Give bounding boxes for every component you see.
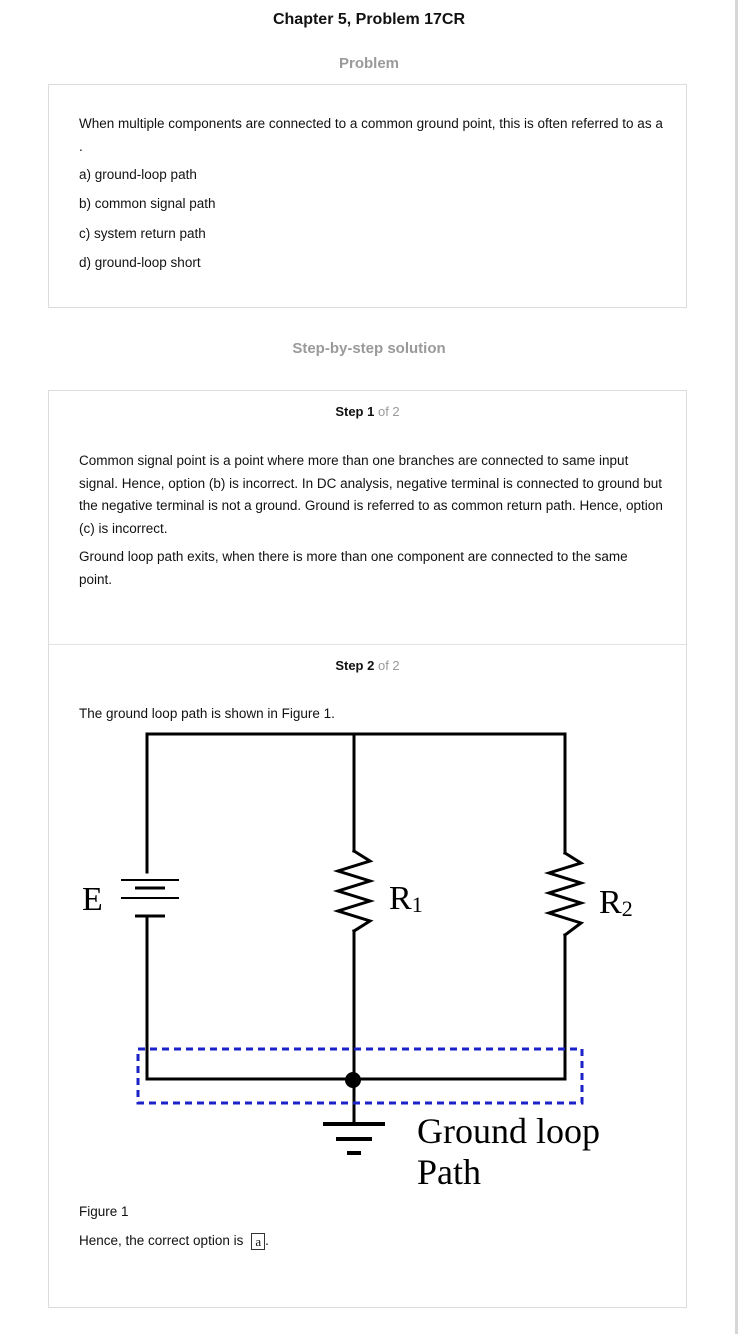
- step-divider: [49, 644, 686, 645]
- step-1-count: of 2: [377, 404, 400, 419]
- ground-loop-circuit-diagram: E R1 R2 Ground loop Path: [82, 732, 633, 1192]
- figure-caption: Figure 1: [79, 1204, 129, 1219]
- step-2-label: Step 2: [335, 658, 375, 673]
- page-right-border: [735, 0, 738, 1334]
- solution-heading: Step-by-step solution: [292, 340, 446, 357]
- resistor-r1-label: R1: [389, 880, 423, 917]
- resistor-r1-zigzag: [332, 848, 376, 934]
- step-2-header: Step 2 of 2: [49, 658, 686, 673]
- problem-card: When multiple components are connected t…: [48, 84, 687, 308]
- step-1-paragraph-2: Ground loop path exits, when there is mo…: [79, 549, 628, 587]
- battery-symbol: [121, 879, 179, 918]
- option-d: d) ground-loop short: [79, 255, 201, 270]
- resistor-r2-label: R2: [599, 884, 633, 921]
- source-label-e: E: [82, 881, 103, 918]
- problem-question: When multiple components are connected t…: [79, 116, 663, 154]
- option-b: b) common signal path: [79, 196, 216, 211]
- option-a: a) ground-loop path: [79, 167, 197, 182]
- page-title: Chapter 5, Problem 17CR: [272, 11, 466, 28]
- step-2-intro: The ground loop path is shown in Figure …: [79, 706, 335, 721]
- ground-loop-label-line-2: Path: [417, 1152, 481, 1192]
- step-1-header: Step 1 of 2: [49, 404, 686, 419]
- option-c: c) system return path: [79, 226, 206, 241]
- junction-node: [345, 1072, 361, 1088]
- solution-card: Step 1 of 2 Common signal point is a poi…: [48, 390, 687, 1308]
- ground-loop-highlight-box: [136, 1047, 584, 1105]
- resistor-r2-zigzag: [543, 850, 587, 938]
- step-1-paragraph-1: Common signal point is a point where mor…: [79, 453, 663, 536]
- step-2-count: of 2: [377, 658, 400, 673]
- answer-box: a: [251, 1233, 266, 1250]
- conclusion-text: Hence, the correct option is: [79, 1233, 244, 1249]
- ground-icon: [323, 1122, 385, 1155]
- problem-heading: Problem: [338, 55, 399, 72]
- ground-loop-label-line-1: Ground loop: [417, 1111, 600, 1151]
- step-1-label: Step 1: [335, 404, 375, 419]
